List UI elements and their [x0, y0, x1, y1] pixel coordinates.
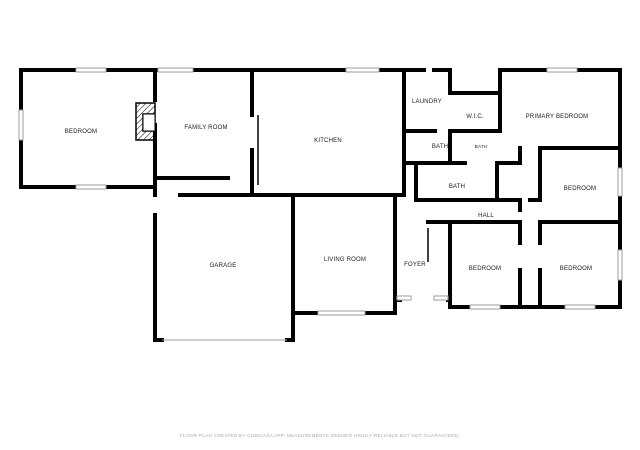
room-labels: BEDROOM FAMILY ROOM KITCHEN LAUNDRY W.I.…: [65, 99, 596, 272]
room-label-foyer: FOYER: [404, 262, 426, 268]
room-label-bath-left: BATH: [432, 144, 448, 150]
kitchen-walls: [250, 68, 406, 197]
room-label-wic: W.I.C.: [466, 114, 484, 120]
window: [546, 67, 578, 73]
window: [396, 295, 412, 301]
window: [157, 67, 194, 73]
room-label-kitchen: KITCHEN: [314, 138, 342, 144]
room-label-family-room: FAMILY ROOM: [184, 125, 227, 131]
window: [75, 184, 107, 190]
footer-disclaimer: FLOOR PLAN CREATED BY CUBICASA APP. MEAS…: [180, 433, 460, 438]
room-label-laundry: LAUNDRY: [412, 99, 442, 105]
foyer-walls: [393, 193, 452, 302]
room-label-bedroom-south-right: BEDROOM: [560, 266, 592, 272]
living-room-walls: [291, 193, 397, 315]
family-room-walls: [153, 68, 254, 180]
room-label-garage: GARAGE: [210, 263, 237, 269]
window: [469, 304, 501, 310]
window: [617, 167, 623, 197]
service-walls: [402, 68, 622, 202]
fireplace-hatch-icon: [135, 102, 156, 141]
room-label-bath-hall: BATH: [449, 184, 465, 190]
hall-walls: [495, 198, 542, 212]
room-label-bedroom-south-left: BEDROOM: [469, 266, 501, 272]
south-bedroom-walls: [448, 220, 622, 309]
window: [75, 67, 107, 73]
room-label-bedroom-east-upper: BEDROOM: [564, 186, 596, 192]
window: [345, 67, 380, 73]
garage-walls: [153, 176, 295, 342]
window: [433, 295, 449, 301]
room-label-bath-primary: BATH: [475, 144, 487, 149]
bedroom-east-upper-walls: [538, 146, 622, 224]
room-label-living-room: LIVING ROOM: [324, 257, 366, 263]
windows: [18, 67, 623, 316]
room-label-bedroom-west: BEDROOM: [65, 129, 97, 135]
window: [564, 304, 596, 310]
room-label-hall: HALL: [478, 213, 494, 219]
room-label-primary-bedroom: PRIMARY BEDROOM: [526, 114, 589, 120]
window: [317, 310, 366, 316]
window: [18, 109, 24, 141]
window: [617, 249, 623, 281]
